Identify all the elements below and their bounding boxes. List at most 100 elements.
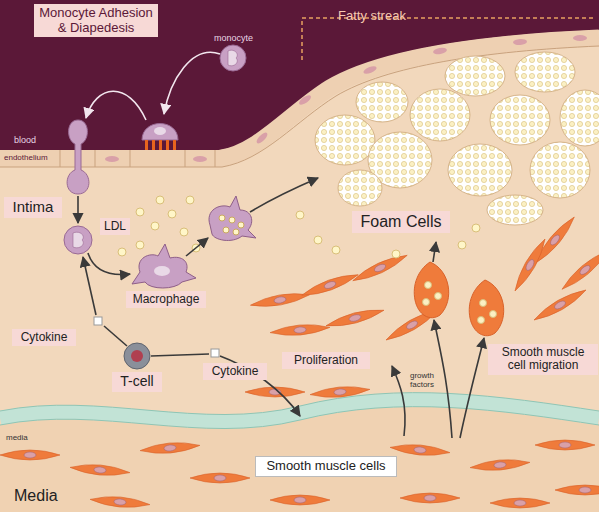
process-arrows <box>434 320 452 438</box>
smooth-muscle-cells <box>140 440 201 455</box>
macrophages <box>132 196 256 288</box>
monocytes <box>145 140 148 150</box>
smc-foam-cells <box>414 262 448 318</box>
smc-foam-cells <box>435 293 442 300</box>
annotation-text: blood <box>14 136 36 146</box>
process-arrows <box>77 196 79 223</box>
monocytes <box>166 140 169 150</box>
cytokine-marks <box>94 317 102 325</box>
monocytes <box>73 232 83 248</box>
process-arrows <box>460 338 484 438</box>
t-cell <box>124 343 150 369</box>
ldl-particles <box>180 228 188 236</box>
ldl-particles <box>118 248 126 256</box>
t-cell <box>124 343 150 369</box>
label-box: Cytokine <box>12 329 76 346</box>
media-layer <box>0 393 599 512</box>
foam-cell-cluster <box>356 82 408 122</box>
box-text: LDL <box>103 220 127 233</box>
smc-foam-cells <box>425 282 432 289</box>
macrophages <box>209 196 256 240</box>
endothelium-layer <box>95 150 96 167</box>
smooth-muscle-cells <box>90 494 151 509</box>
foam-cell-cluster <box>448 144 512 196</box>
monocytes <box>64 226 92 254</box>
foam-cell-cluster <box>315 115 375 165</box>
ldl-particles <box>472 224 480 232</box>
macrophages <box>233 229 239 235</box>
box-text: Cytokine <box>15 331 73 344</box>
smooth-muscle-cells <box>70 462 131 477</box>
ldl-particles <box>156 196 164 204</box>
annotation-text: growth factors <box>410 372 446 390</box>
smooth-muscle-cells <box>0 450 60 460</box>
smc-foam-cells <box>414 262 503 336</box>
endothelium-layer <box>298 94 313 107</box>
ldl-particles <box>314 236 322 244</box>
box-text: Intima <box>7 199 59 216</box>
process-arrows <box>88 253 130 274</box>
ldl-particles <box>332 246 340 254</box>
endothelium-layer <box>215 150 216 167</box>
box-text: Smooth muscle cells <box>259 459 393 474</box>
endothelium-layer <box>513 38 527 45</box>
endothelium-layer <box>0 35 599 167</box>
ldl-particles <box>168 210 176 218</box>
monocytes <box>228 50 237 66</box>
process-arrows <box>186 238 208 256</box>
endothelium-layer <box>0 38 599 159</box>
smooth-muscle-cells <box>555 485 599 495</box>
media-layer <box>0 407 599 429</box>
annotation-text: endothelium <box>4 154 48 163</box>
endothelium-layer <box>433 47 448 55</box>
smooth-muscle-cells <box>310 384 371 399</box>
box-text: Proliferation <box>285 354 367 367</box>
smc-foam-cells <box>469 280 503 336</box>
label-box: T-cell <box>112 372 162 392</box>
box-text: Monocyte Adhesion & Diapedesis <box>37 6 155 35</box>
smooth-muscle-cells <box>325 305 386 330</box>
process-arrows <box>392 366 405 436</box>
foam-cell-cluster <box>445 56 505 96</box>
annotation-text: media <box>6 434 28 443</box>
annotation-text: Fatty streak <box>338 9 406 23</box>
macrophages <box>132 244 196 288</box>
smooth-muscle-cells <box>400 493 460 503</box>
ldl-particles <box>136 208 144 216</box>
endothelium-layer <box>105 156 119 162</box>
process-arrows <box>86 91 146 120</box>
process-arrows <box>151 354 209 356</box>
process-arrows <box>250 178 318 212</box>
endothelium-layer <box>185 150 186 167</box>
ldl-particles <box>118 196 480 258</box>
smooth-muscle-cells <box>470 457 531 472</box>
smooth-muscle-cells <box>559 247 599 293</box>
blood-lumen <box>0 0 599 150</box>
smooth-muscle-cells <box>490 498 550 508</box>
ldl-particles <box>296 211 304 219</box>
ldl-particles <box>458 241 466 249</box>
t-cell <box>131 350 143 362</box>
media-layer <box>0 407 599 512</box>
smc-foam-cells <box>423 299 430 306</box>
smc-foam-cells <box>490 311 497 318</box>
label-box: Smooth muscle cells <box>255 456 397 477</box>
foam-cell-cluster <box>515 52 575 92</box>
foam-cell-cluster <box>490 95 550 145</box>
box-text: Macrophage <box>129 293 203 306</box>
smooth-muscle-cells <box>300 270 360 300</box>
label-box: Macrophage <box>126 291 206 308</box>
smooth-muscle-cells <box>190 473 250 483</box>
label-box: Foam Cells <box>352 211 450 233</box>
ldl-particles <box>151 222 159 230</box>
ldl-particles <box>186 196 194 204</box>
annotation-text: Media <box>14 487 58 505</box>
endothelium-layer <box>130 150 131 167</box>
endothelium-layer <box>0 46 599 167</box>
box-text: Foam Cells <box>355 213 447 231</box>
monocytes <box>67 120 89 194</box>
box-text: Cytokine <box>206 365 264 378</box>
label-box: Proliferation <box>282 352 370 369</box>
